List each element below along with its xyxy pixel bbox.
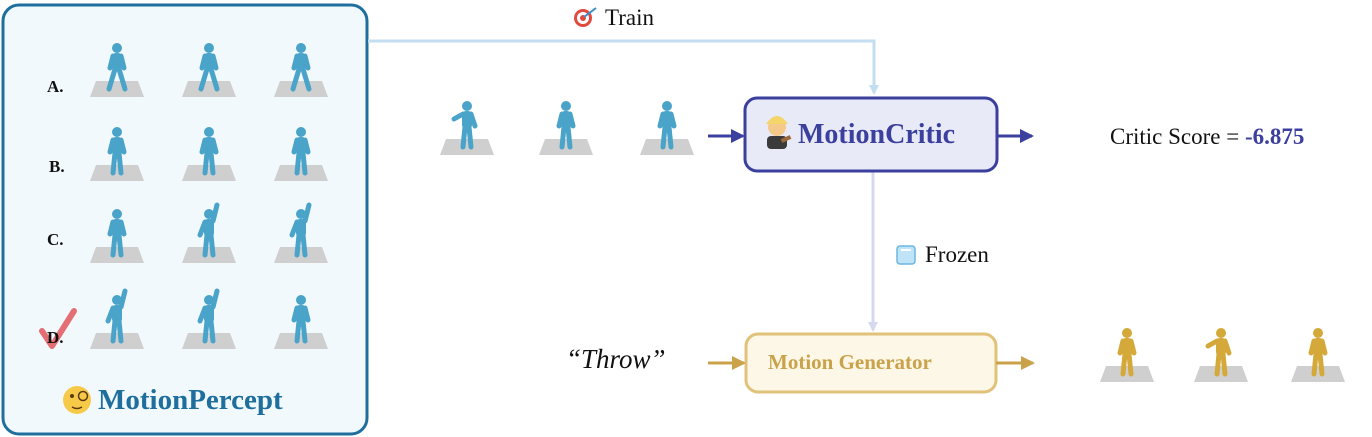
train-label: Train bbox=[605, 5, 654, 30]
motion-frame-d-1 bbox=[90, 288, 144, 349]
checkmark-icon bbox=[39, 308, 77, 349]
judge-emoji bbox=[766, 116, 792, 149]
generated-frame-3 bbox=[1291, 328, 1345, 382]
figure-layer bbox=[90, 43, 1345, 382]
motion-frame-b-3 bbox=[274, 127, 328, 181]
train-arrow bbox=[368, 39, 879, 95]
motion-frame-b-2 bbox=[182, 127, 236, 181]
motion-frame-d-3 bbox=[274, 295, 328, 349]
ice-cube-emoji bbox=[896, 245, 916, 265]
critic-input-frame-3 bbox=[640, 101, 694, 155]
motion-percept-panel bbox=[1, 3, 369, 436]
motion-frame-a-2 bbox=[182, 43, 236, 97]
option-label-d: D. bbox=[47, 328, 64, 347]
option-label-b: B. bbox=[49, 157, 65, 176]
motion-frame-b-1 bbox=[90, 127, 144, 181]
generated-frame-2 bbox=[1194, 328, 1248, 382]
motion-critic-label: MotionCritic bbox=[798, 119, 956, 150]
critic-score-prefix: Critic Score = bbox=[1110, 124, 1245, 149]
generated-frame-1 bbox=[1100, 328, 1154, 382]
text-prompt: “Throw” bbox=[566, 344, 666, 374]
motion-frame-a-3 bbox=[274, 43, 328, 97]
option-label-c: C. bbox=[47, 230, 64, 249]
motion-frame-c-1 bbox=[90, 209, 144, 263]
motion-generator-label: Motion Generator bbox=[768, 350, 932, 374]
monocle-face-emoji bbox=[63, 386, 91, 414]
critic-input-frame-2 bbox=[539, 101, 593, 155]
motion-frame-a-1 bbox=[90, 43, 144, 97]
dart-target-emoji bbox=[574, 7, 597, 27]
frozen-label: Frozen bbox=[925, 242, 989, 267]
motion-frame-c-3 bbox=[274, 202, 328, 263]
motion-frame-c-2 bbox=[182, 202, 236, 263]
critic-score: Critic Score = -6.875 bbox=[1110, 124, 1304, 150]
motion-frame-d-2 bbox=[182, 288, 236, 349]
motion-percept-title: MotionPercept bbox=[98, 384, 283, 416]
critic-score-value: -6.875 bbox=[1244, 124, 1305, 149]
option-label-a: A. bbox=[47, 77, 64, 96]
critic-input-frame-1 bbox=[440, 101, 494, 155]
